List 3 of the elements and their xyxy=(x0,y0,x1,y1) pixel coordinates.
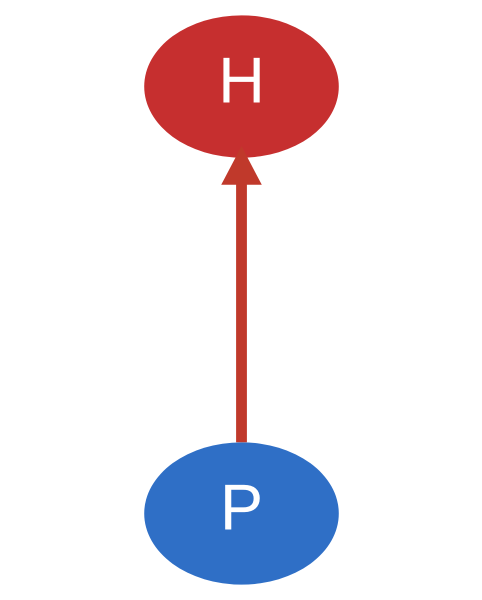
node-ellipse: P xyxy=(144,442,338,585)
node-ellipse: H xyxy=(144,15,338,158)
arrow xyxy=(220,146,262,442)
